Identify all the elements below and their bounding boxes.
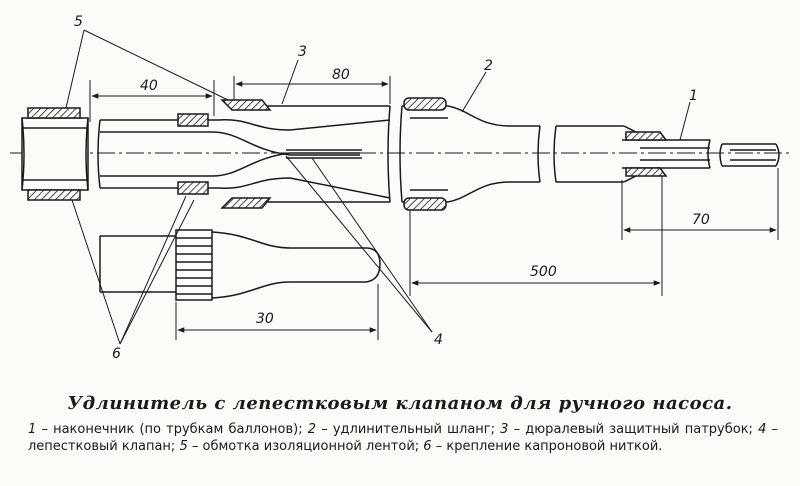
dim-70: 70: [692, 212, 710, 228]
guard-tube: [211, 99, 391, 209]
callout-4: 4: [434, 332, 443, 348]
caption-title: Удлинитель с лепестковым клапаном для ру…: [67, 393, 733, 414]
tip-assembly: [553, 125, 780, 183]
callout-1: 1: [689, 88, 698, 104]
legend-item-4: 4 – лепестковый клапан;: [28, 422, 779, 454]
dim-500: 500: [530, 264, 557, 280]
legend-item-3: 3 – дюралевый защитный патрубок;: [500, 422, 753, 437]
legend-item-6: 6 – крепление капроновой ниткой.: [423, 439, 663, 454]
inner-tube: [97, 113, 218, 195]
extension-hose: [399, 97, 541, 211]
legend-item-1: 1 – наконечник (по трубкам баллонов);: [28, 422, 303, 437]
legend-item-2: 2 – удлинительный шланг;: [307, 422, 496, 437]
dim-80: 80: [332, 67, 350, 83]
callout-6: 6: [112, 346, 121, 362]
legend-item-5: 5 – обмотка изоляционной лентой;: [179, 439, 420, 454]
dim-30: 30: [256, 311, 274, 327]
leader-lines: [65, 29, 691, 345]
left-tip-piece: [21, 107, 89, 201]
callout-5: 5: [74, 14, 83, 30]
guard-side-view: [99, 229, 381, 301]
dimension-lines: [89, 76, 779, 340]
caption-legend: 1 – наконечник (по трубкам баллонов); 2 …: [28, 421, 778, 455]
callout-2: 2: [484, 58, 493, 74]
callout-3: 3: [298, 44, 307, 60]
dim-40: 40: [140, 78, 158, 94]
